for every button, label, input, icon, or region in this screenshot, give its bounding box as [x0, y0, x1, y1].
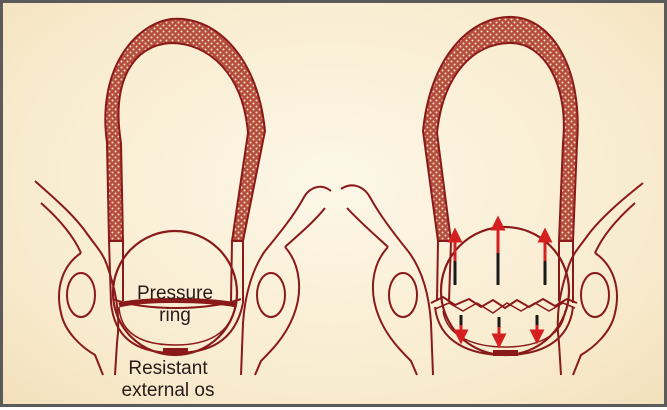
diagram-canvas [3, 3, 667, 410]
right-torn-ring [431, 297, 577, 308]
left-panel-pelvis-left [35, 181, 118, 375]
right-panel [341, 17, 643, 375]
left-uterus-wall [105, 19, 265, 241]
label-ring: ring [129, 306, 221, 326]
right-cervix [437, 241, 573, 303]
label-external-os: external os [103, 381, 233, 401]
right-panel-pelvis-left [341, 185, 433, 375]
right-uterus-wall [423, 17, 578, 241]
right-downward-arrows [461, 315, 537, 341]
label-pressure: Pressure [129, 284, 221, 304]
label-resistant: Resistant [113, 359, 223, 379]
left-panel-pelvis-right [241, 187, 331, 375]
